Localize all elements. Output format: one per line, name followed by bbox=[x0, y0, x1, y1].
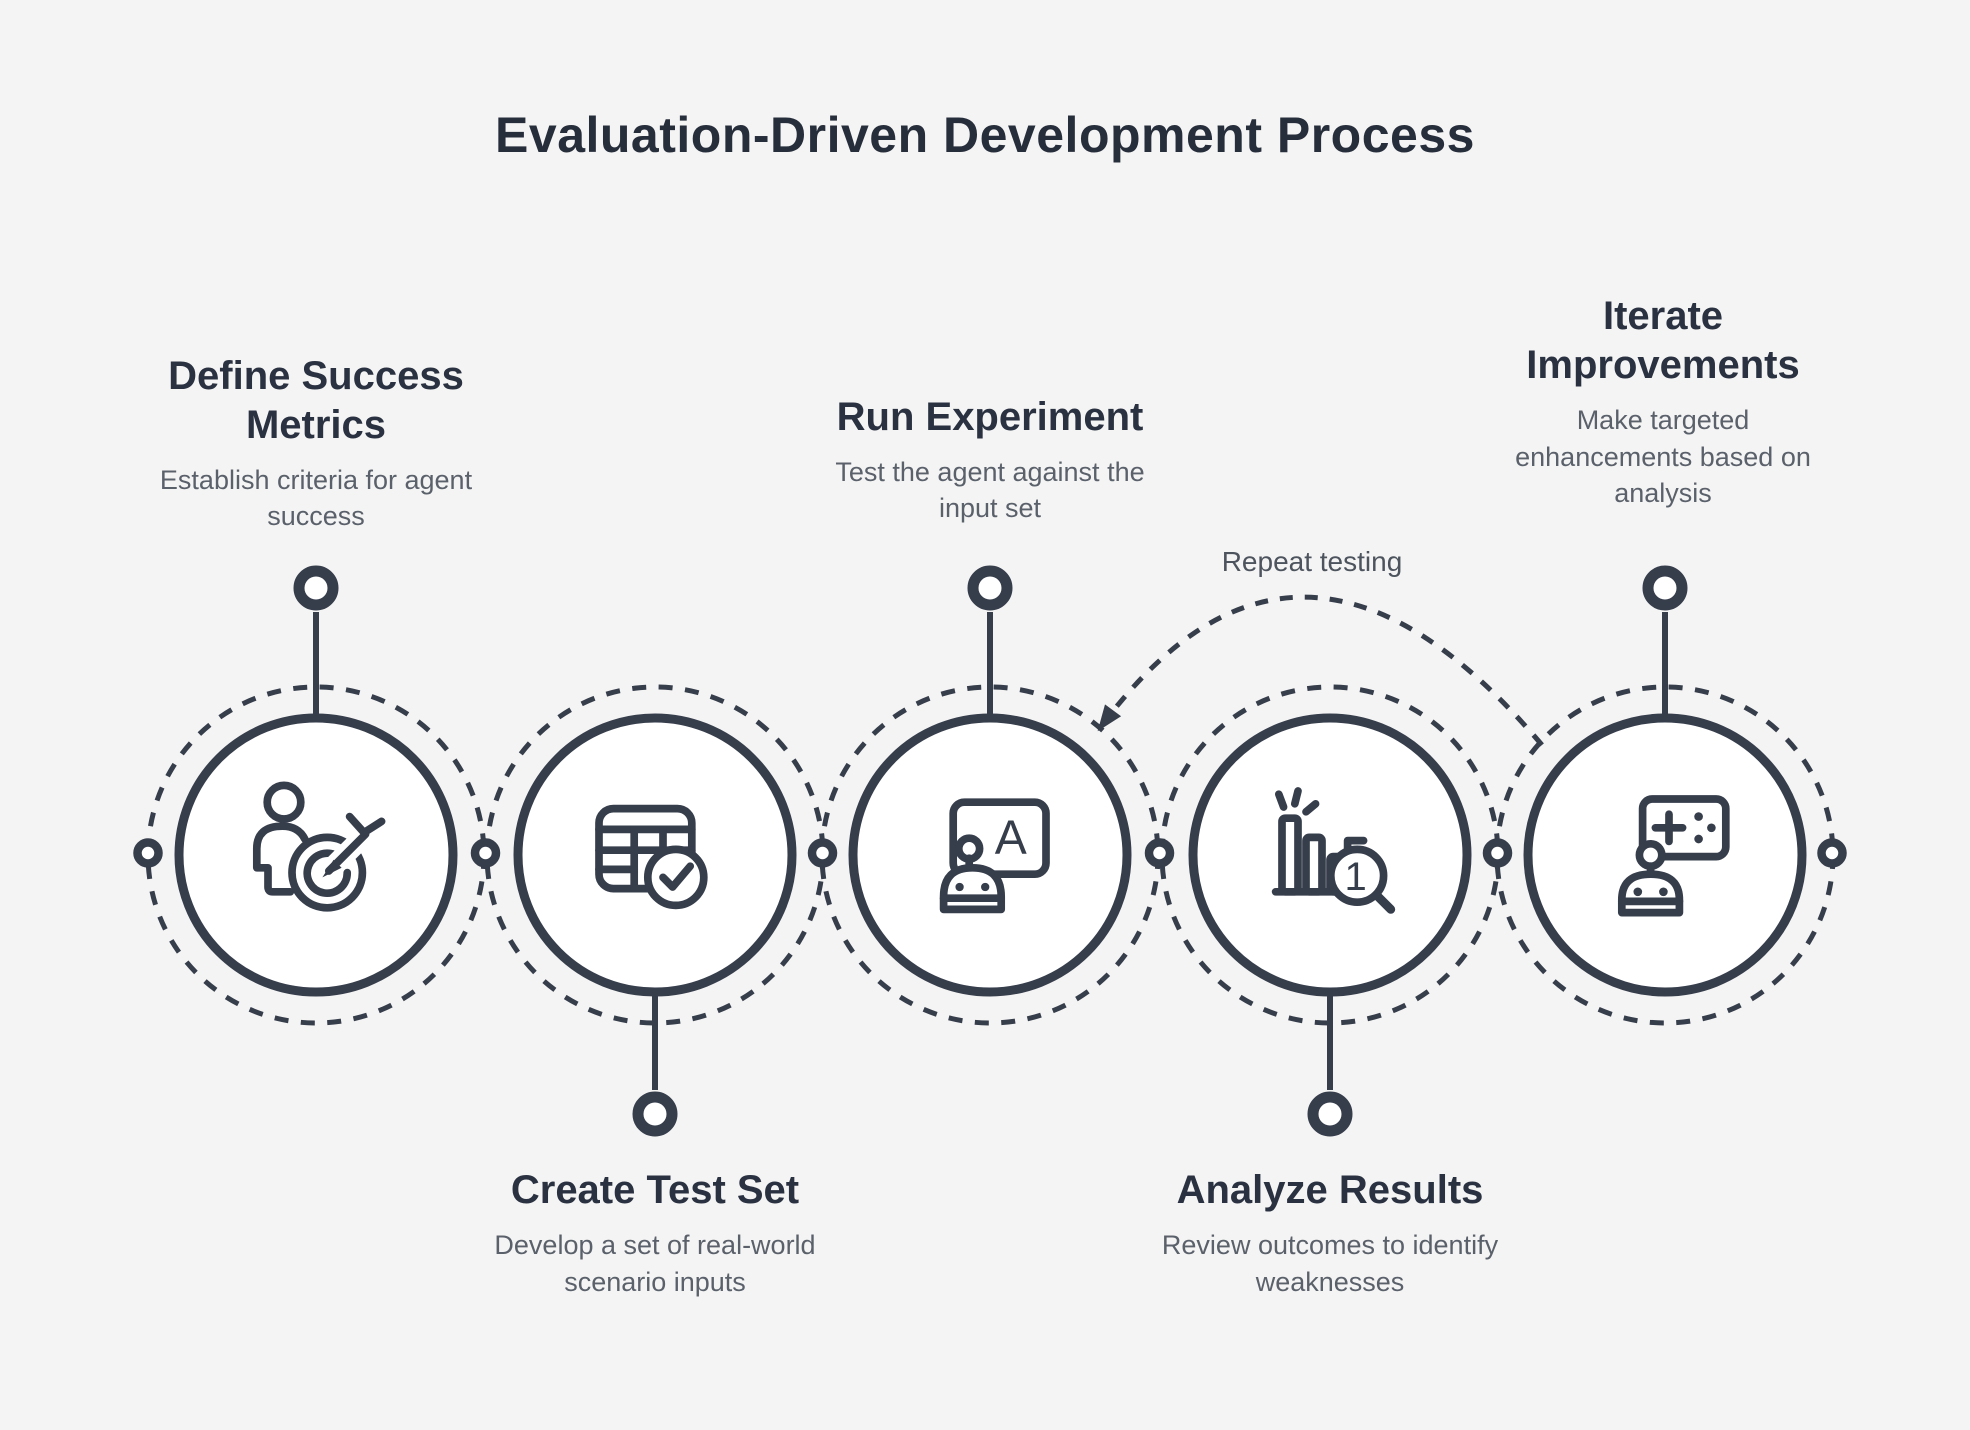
step-title: Iterate Improvements bbox=[1526, 294, 1800, 388]
connector-dot-3-4 bbox=[1144, 838, 1175, 868]
stem-dot-2 bbox=[632, 1091, 678, 1137]
step-label-define-success-metrics: Define Success Metrics Establish criteri… bbox=[106, 352, 526, 535]
robot-improvement-icon bbox=[1617, 795, 1730, 917]
step-title: Define Success Metrics bbox=[168, 353, 464, 447]
label-stems bbox=[293, 565, 1688, 1137]
connector-dot-start bbox=[133, 838, 163, 868]
repeat-testing-label: Repeat testing bbox=[1221, 546, 1403, 577]
page-title: Evaluation-Driven Development Process bbox=[495, 107, 1475, 163]
step-label-iterate-improvements: Iterate Improvements Make targeted enhan… bbox=[1453, 292, 1873, 512]
connector-dot-end bbox=[1817, 838, 1847, 868]
step-label-create-test-set: Create Test Set Develop a set of real-wo… bbox=[445, 1166, 865, 1300]
repeat-testing-arrow bbox=[1097, 594, 1544, 747]
connector-dot-4-5 bbox=[1482, 838, 1513, 868]
stem-dot-1 bbox=[293, 565, 339, 611]
table-checkmark-icon bbox=[595, 804, 708, 910]
stem-dot-3 bbox=[967, 565, 1013, 611]
stem-dot-4 bbox=[1307, 1091, 1353, 1137]
connector-dot-1-2 bbox=[470, 838, 501, 868]
step-label-run-experiment: Run Experiment Test the agent against th… bbox=[760, 393, 1220, 527]
screen-letter: A bbox=[995, 811, 1027, 864]
connector-dots bbox=[133, 838, 1847, 868]
step-title: Analyze Results bbox=[1176, 1168, 1484, 1212]
step-circle-3 bbox=[848, 713, 1132, 997]
step-description: Review outcomes to identify weaknesses bbox=[1161, 1229, 1499, 1297]
step-title: Create Test Set bbox=[510, 1168, 800, 1212]
person-target-icon bbox=[252, 781, 386, 912]
robot-screen-icon: A bbox=[939, 798, 1050, 914]
step-description: Develop a set of real-world scenario inp… bbox=[494, 1229, 816, 1297]
step-description: Establish criteria for agent success bbox=[159, 464, 473, 532]
step-description: Make targeted enhancements based on anal… bbox=[1515, 404, 1811, 509]
step-circles bbox=[174, 713, 1807, 997]
step-label-analyze-results: Analyze Results Review outcomes to ident… bbox=[1120, 1166, 1540, 1300]
connector-dot-2-3 bbox=[807, 838, 838, 868]
bar-chart-magnifier-icon: 1 bbox=[1271, 787, 1396, 914]
step-title: Run Experiment bbox=[836, 394, 1144, 439]
magnifier-number: 1 bbox=[1344, 855, 1366, 899]
stem-dot-5 bbox=[1642, 565, 1688, 611]
step-description: Test the agent against the input set bbox=[835, 456, 1145, 524]
